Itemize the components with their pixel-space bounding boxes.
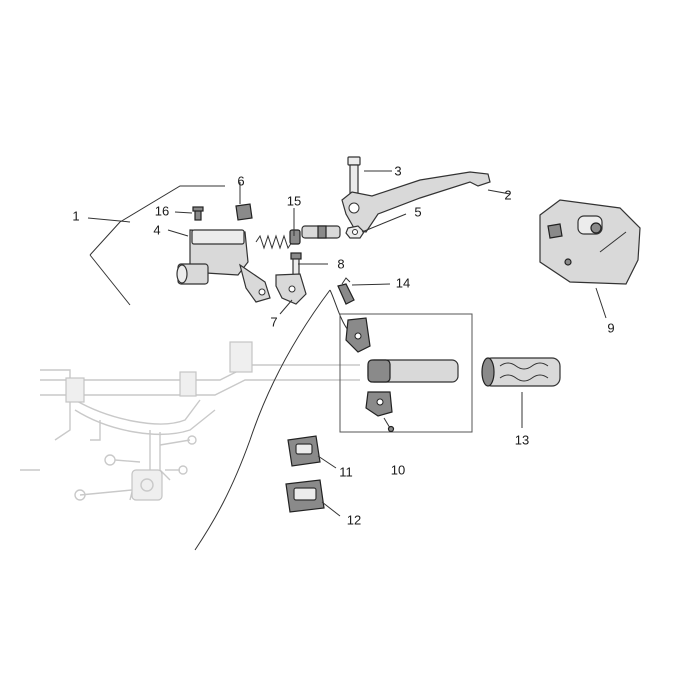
grip-13 — [481, 357, 561, 387]
callout-11: 11 — [339, 464, 353, 480]
master-cylinder — [176, 229, 271, 303]
callout-4: 4 — [153, 222, 161, 238]
leader-lines — [87, 170, 607, 517]
cable-end-14 — [337, 277, 355, 305]
callout-9: 9 — [607, 320, 615, 336]
throttle-cable-upper — [329, 289, 349, 331]
callout-8: 8 — [337, 256, 345, 272]
callout-5: 5 — [414, 204, 422, 220]
cap-6 — [235, 203, 253, 221]
clamp-7 — [275, 273, 307, 305]
nut-5 — [345, 225, 365, 239]
throttle-assembly-box — [339, 313, 473, 433]
bolt-3 — [347, 156, 361, 194]
callout-13: 13 — [514, 432, 530, 448]
spring-piston-15 — [255, 225, 341, 250]
callout-16: 16 — [154, 203, 170, 219]
callout-6: 6 — [237, 173, 245, 189]
callout-3: 3 — [394, 163, 402, 179]
callout-10: 10 — [390, 462, 406, 478]
screw-16 — [192, 206, 204, 221]
callout-2: 2 — [504, 187, 512, 203]
callout-15: 15 — [286, 193, 302, 209]
handlebar-frame-ghost — [20, 341, 360, 501]
callout-1: 1 — [72, 208, 80, 224]
callout-12: 12 — [346, 512, 362, 528]
brake-lever — [341, 171, 491, 233]
throttle-assembly-10 — [345, 317, 459, 433]
throttle-cable — [194, 289, 331, 551]
switch-11 — [287, 435, 321, 467]
switch-12 — [285, 479, 325, 513]
callout-7: 7 — [270, 314, 278, 330]
callout-14: 14 — [395, 275, 411, 291]
switch-housing-9 — [539, 199, 641, 285]
